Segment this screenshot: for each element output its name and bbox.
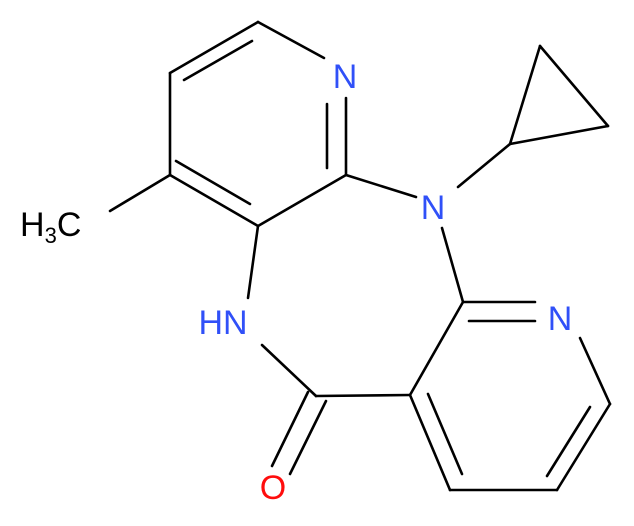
bond bbox=[182, 39, 254, 82]
bond bbox=[314, 393, 412, 398]
bond bbox=[344, 173, 418, 199]
bond bbox=[108, 173, 172, 213]
bond bbox=[578, 336, 612, 406]
bond bbox=[168, 173, 260, 228]
bond bbox=[256, 20, 326, 60]
atom-label-n-bridge: N bbox=[421, 189, 446, 227]
bond bbox=[456, 142, 512, 189]
bond bbox=[246, 224, 260, 300]
bond bbox=[270, 390, 310, 468]
bond bbox=[426, 392, 464, 476]
atom-label-layer: N N N HN O H3C bbox=[20, 58, 572, 507]
bond bbox=[288, 399, 328, 476]
bond bbox=[508, 124, 610, 146]
atom-label-nh: HN bbox=[198, 304, 247, 342]
bond bbox=[545, 405, 592, 478]
bond bbox=[256, 173, 348, 228]
bond bbox=[508, 44, 542, 146]
bond bbox=[260, 343, 318, 398]
atom-label-methyl: H3C bbox=[20, 206, 81, 248]
methyl-subscript: 3 bbox=[45, 223, 57, 248]
bond bbox=[440, 226, 465, 304]
atom-label-n-top: N bbox=[333, 58, 358, 96]
methyl-c: C bbox=[57, 206, 82, 244]
bond bbox=[168, 20, 260, 75]
bond bbox=[555, 402, 612, 492]
bond-layer bbox=[108, 20, 612, 492]
bond bbox=[408, 300, 465, 397]
atom-label-n-right: N bbox=[548, 300, 573, 338]
methyl-h: H bbox=[20, 206, 45, 244]
bond bbox=[408, 393, 452, 492]
atom-label-oxygen: O bbox=[260, 469, 286, 507]
bond bbox=[538, 44, 610, 128]
bond bbox=[174, 159, 252, 206]
